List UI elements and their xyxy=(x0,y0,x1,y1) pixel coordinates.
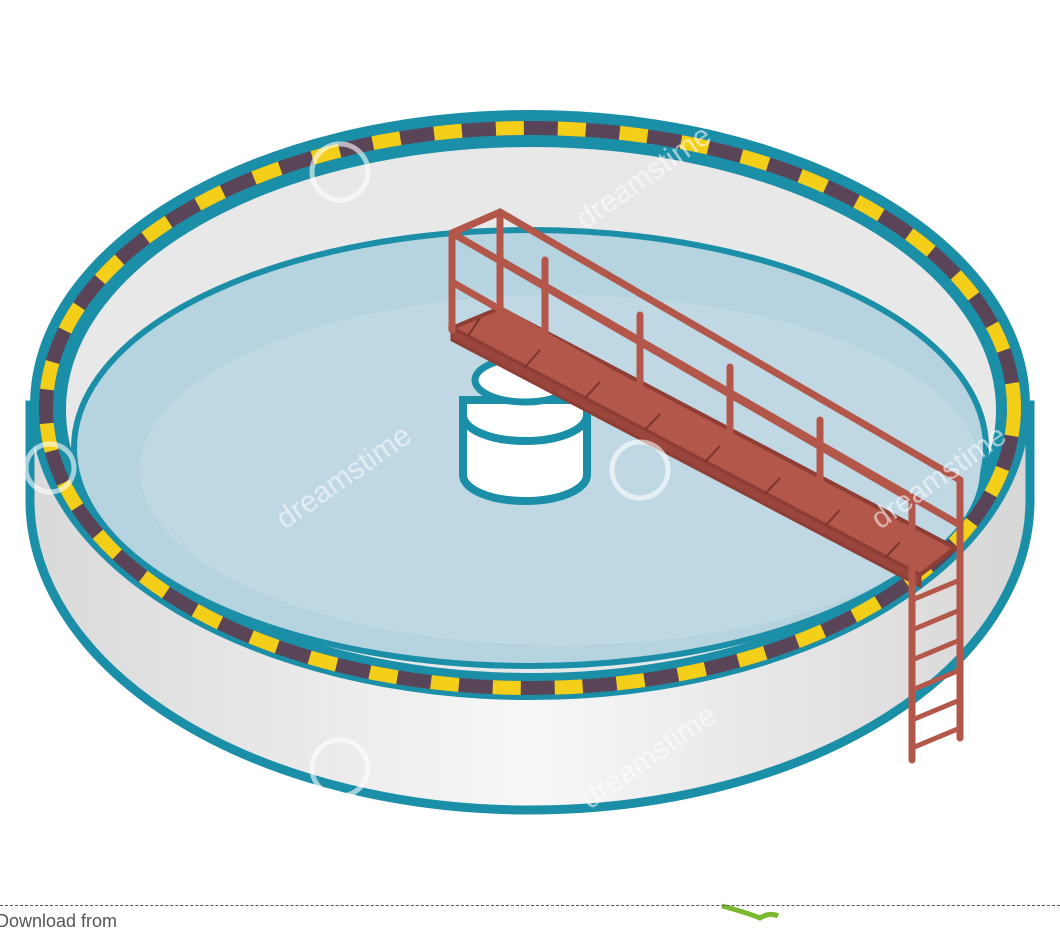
hazard-stripe-rim xyxy=(39,121,1021,695)
download-from-text: Download from xyxy=(0,911,118,931)
footer-divider xyxy=(0,905,1060,906)
dreamstime-logo-leaf xyxy=(721,903,780,921)
walkway-bridge xyxy=(447,208,964,764)
